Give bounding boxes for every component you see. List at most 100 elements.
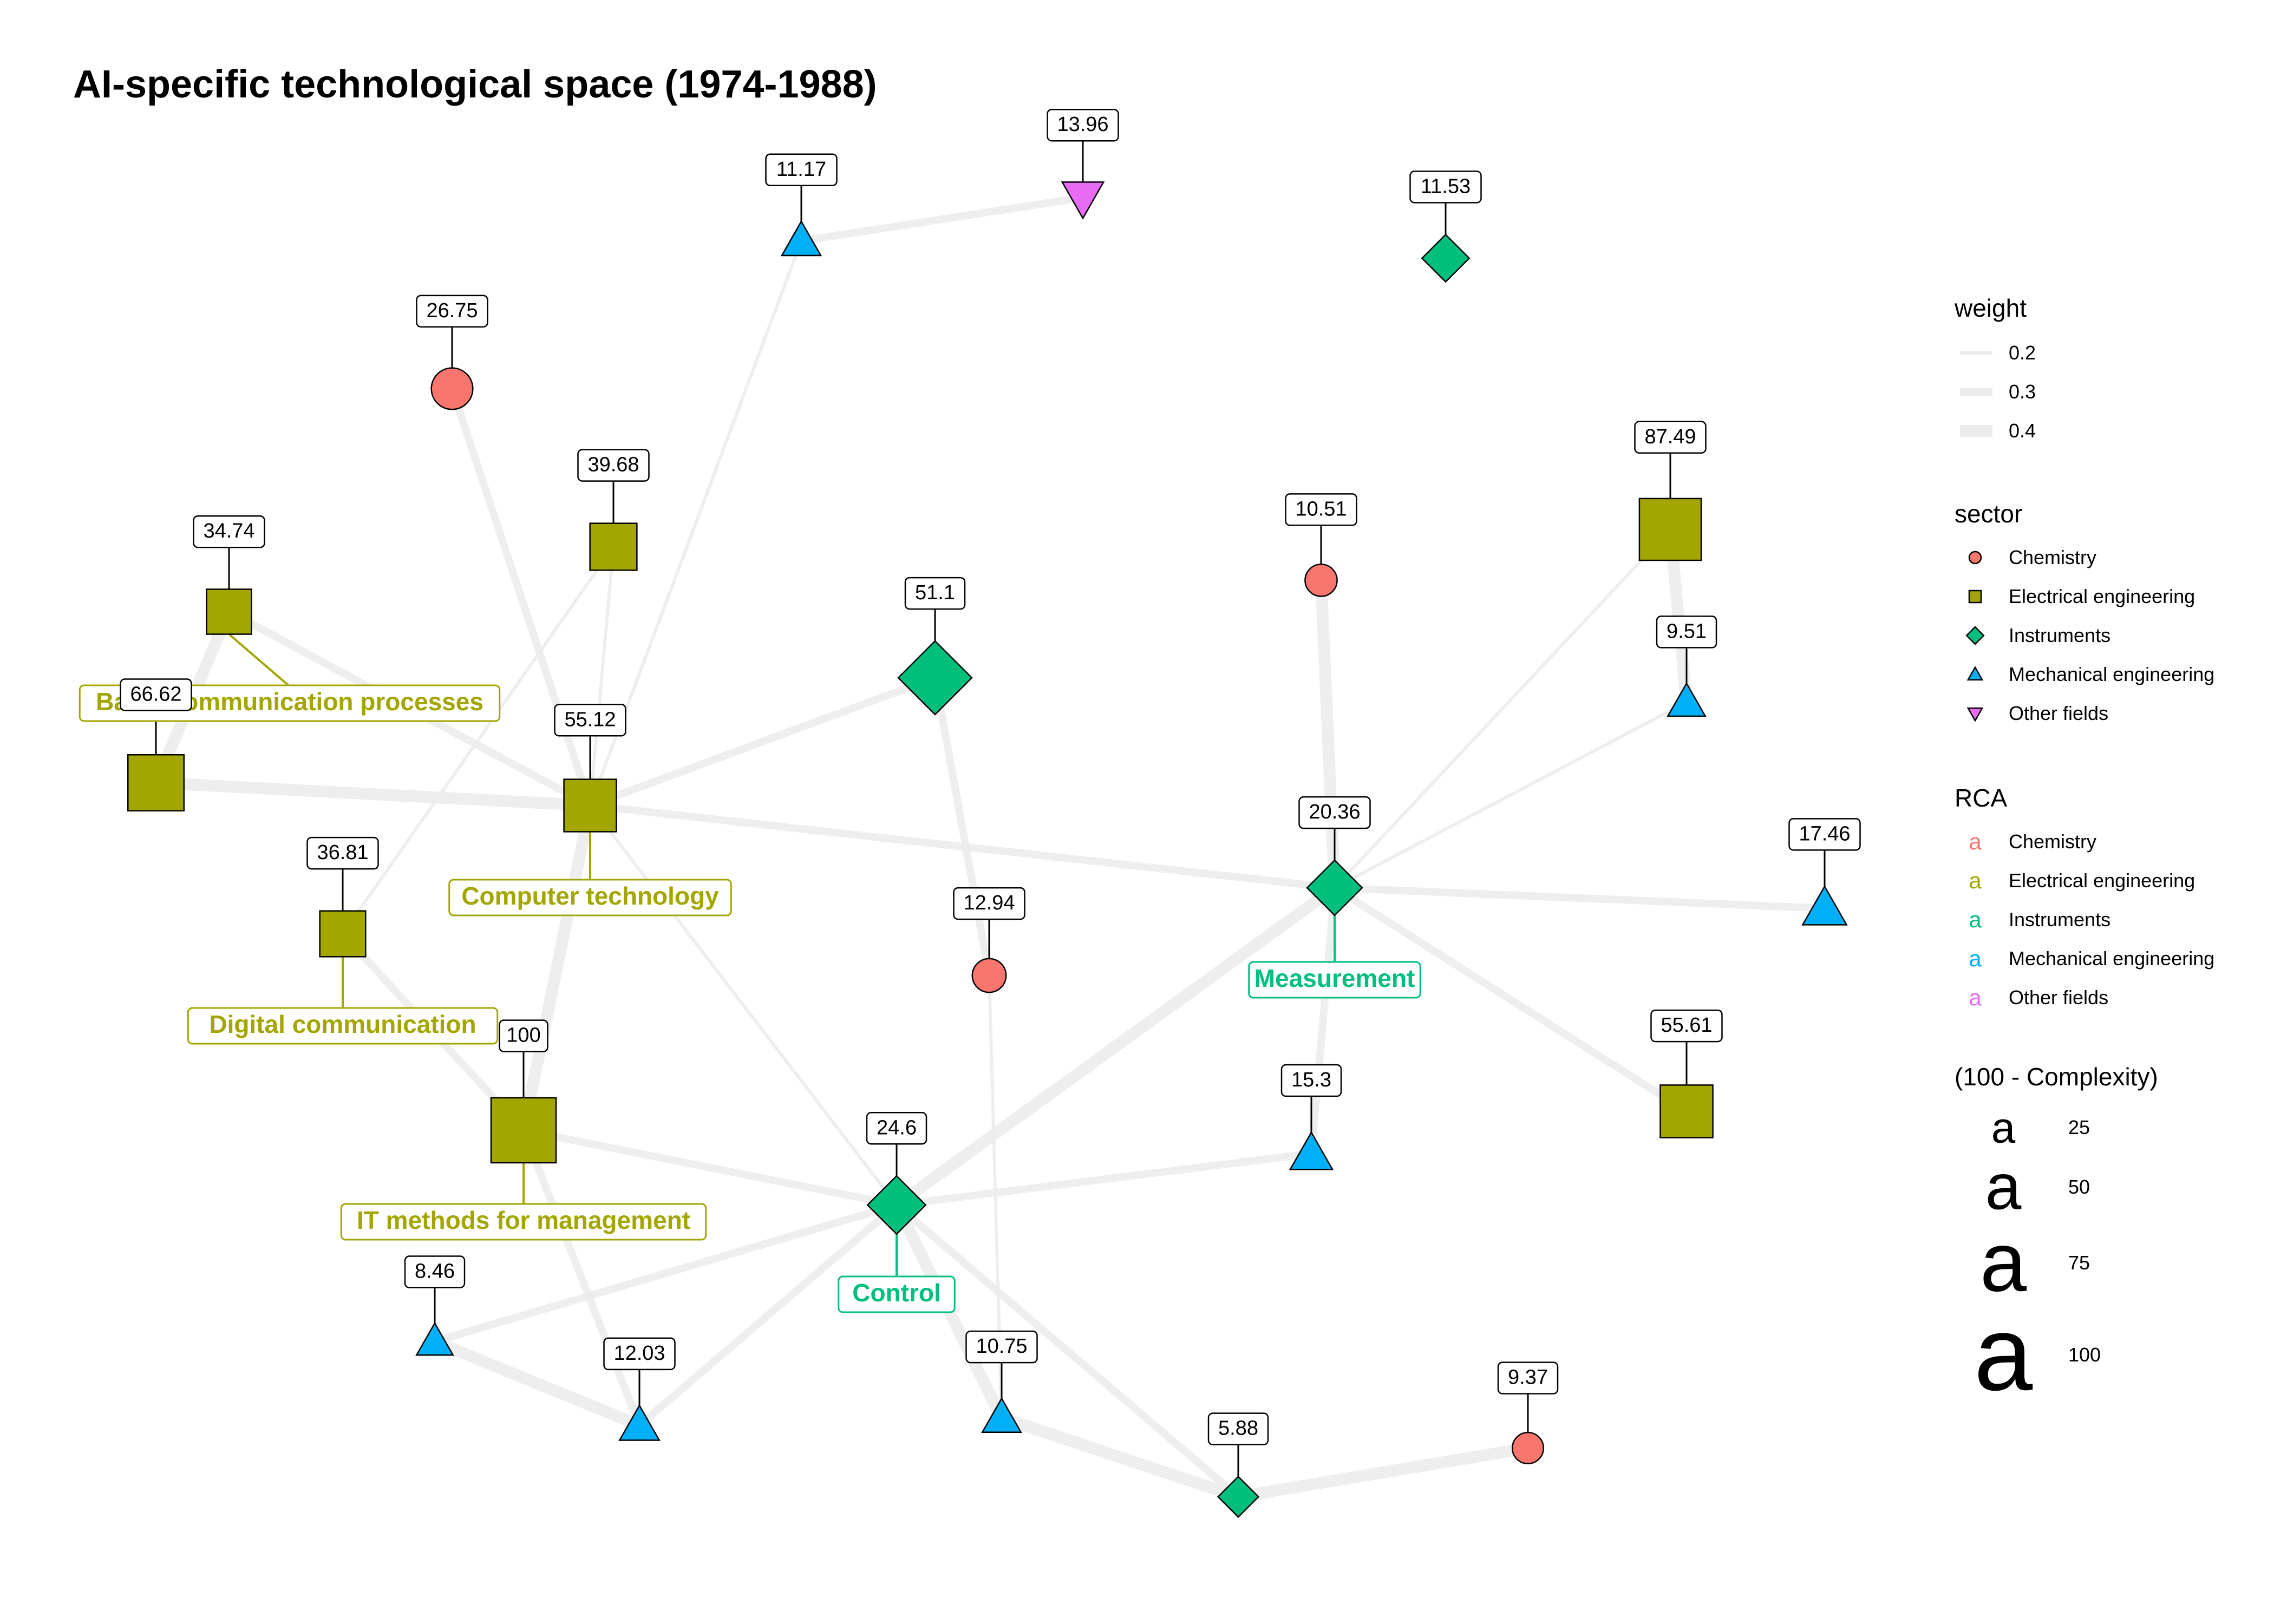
node-marker	[206, 588, 252, 635]
nodes-layer	[127, 181, 1848, 1518]
value-label: 26.75	[426, 299, 478, 322]
value-label-box	[1634, 421, 1707, 454]
value-label: 12.03	[613, 1342, 665, 1365]
value-label: 66.62	[130, 683, 181, 706]
value-label: 17.46	[1799, 822, 1850, 845]
legend-rca-label: Mechanical engineering	[2009, 947, 2214, 970]
value-label: 100	[506, 1024, 540, 1047]
edge	[893, 1150, 1315, 1209]
legend-complexity-glyph: a	[1991, 1104, 2016, 1152]
edge	[589, 804, 898, 1207]
edge	[520, 1127, 900, 1209]
category-label-stem	[228, 633, 291, 687]
node-marker	[1061, 181, 1105, 220]
edge	[431, 1201, 900, 1345]
value-label: 55.12	[564, 708, 616, 731]
value-label-box	[577, 449, 650, 482]
node-marker	[563, 778, 617, 833]
value-label-box	[1280, 1064, 1342, 1097]
legend-rca-label: Instruments	[2009, 908, 2110, 931]
value-label-group: 11.17	[765, 153, 838, 186]
legend-complexity-label: 75	[2068, 1252, 2090, 1274]
value-label: 9.37	[1508, 1366, 1548, 1389]
value-label-group: 13.96	[1047, 108, 1119, 142]
edge	[429, 1335, 645, 1431]
value-label-group: 12.94	[953, 887, 1025, 920]
edge	[636, 1201, 900, 1429]
value-label-group: 15.3	[1280, 1064, 1342, 1097]
value-label-group: 24.6	[866, 1112, 927, 1145]
value-label-box	[1497, 1361, 1559, 1394]
legend: weight0.20.30.4sectorChemistryElectrical…	[1954, 294, 2214, 1412]
category-label-group: Digital communication	[187, 1007, 499, 1045]
value-label: 36.81	[317, 841, 368, 864]
node-marker	[1306, 859, 1363, 916]
legend-rca-label: Electrical engineering	[2009, 869, 2195, 892]
value-label-group: 55.12	[554, 704, 626, 737]
value-label: 12.94	[963, 892, 1015, 914]
value-label: 9.51	[1667, 620, 1707, 643]
value-label-box	[904, 577, 966, 610]
value-label-box	[965, 1330, 1038, 1364]
value-label-box	[1656, 615, 1717, 649]
category-label-group: Control	[838, 1275, 956, 1313]
category-label: Computer technology	[461, 882, 719, 910]
edge	[150, 777, 596, 811]
node-marker	[618, 1404, 661, 1441]
legend-complexity-title: (100 - Complexity)	[1955, 1063, 2158, 1091]
node-marker	[589, 522, 638, 571]
legend-sector-swatch	[1968, 551, 1982, 565]
value-label: 24.6	[877, 1116, 917, 1139]
legend-rca-glyph: a	[1969, 829, 1982, 854]
category-label: IT methods for management	[357, 1206, 690, 1234]
edge	[893, 1201, 1242, 1501]
edge	[931, 674, 993, 979]
legend-sector-label: Instruments	[2009, 624, 2110, 646]
node-marker	[1421, 233, 1471, 283]
edge	[520, 1127, 643, 1429]
legend-sector-swatch	[1966, 666, 1984, 681]
value-label: 15.3	[1291, 1069, 1331, 1091]
edge	[1331, 884, 1828, 912]
legend-weight-label: 0.3	[2009, 381, 2036, 403]
node-marker	[1801, 885, 1848, 926]
value-label: 87.49	[1644, 425, 1696, 448]
value-label-group: 9.37	[1497, 1361, 1559, 1394]
node-marker	[1289, 1131, 1334, 1170]
value-label-group: 51.1	[904, 577, 966, 610]
value-label: 39.68	[587, 454, 639, 476]
value-label-box	[1207, 1412, 1269, 1445]
legend-rca-glyph: a	[1969, 868, 1982, 893]
legend-complexity-label: 50	[2068, 1176, 2090, 1198]
legend-complexity-glyph: a	[1980, 1215, 2027, 1309]
edge	[589, 545, 615, 807]
category-label-box	[838, 1275, 956, 1313]
node-marker	[1667, 682, 1707, 717]
value-label-box	[1788, 818, 1861, 851]
value-label: 11.17	[776, 158, 826, 181]
legend-rca-title: RCA	[1955, 784, 2007, 812]
legend-complexity-glyph: a	[1985, 1150, 2022, 1223]
value-label-box	[1285, 493, 1357, 526]
value-label-box	[1409, 171, 1482, 204]
value-label: 55.61	[1661, 1014, 1712, 1037]
value-label-box	[765, 153, 838, 186]
node-marker	[1638, 497, 1702, 561]
category-label-box	[187, 1007, 499, 1045]
value-label: 10.75	[976, 1335, 1027, 1358]
legend-weight-label: 0.4	[2009, 420, 2036, 442]
edges-layer	[150, 194, 1828, 1503]
legend-rca-glyph: a	[1969, 946, 1982, 971]
value-label-group: 26.75	[416, 294, 488, 328]
node-marker	[319, 910, 367, 958]
value-label-group: 8.46	[404, 1255, 466, 1288]
legend-complexity-label: 25	[2068, 1116, 2090, 1138]
legend-rca-glyph: a	[1969, 985, 1982, 1010]
value-label-group: 5.88	[1207, 1412, 1269, 1445]
legend-rca-label: Chemistry	[2009, 830, 2096, 853]
legend-sector-label: Mechanical engineering	[2009, 663, 2214, 685]
node-marker	[415, 1321, 454, 1356]
value-label-box	[554, 704, 626, 737]
